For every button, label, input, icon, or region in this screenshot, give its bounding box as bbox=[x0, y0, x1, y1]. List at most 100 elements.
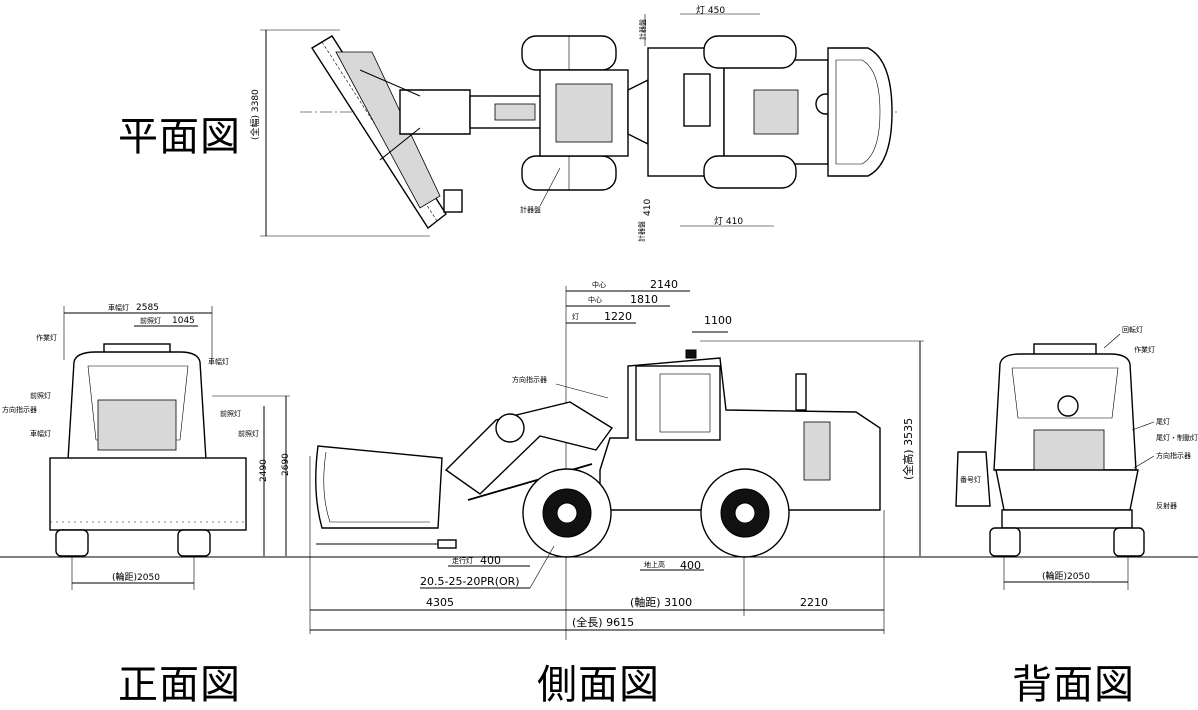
rear-leader-0 bbox=[1103, 333, 1121, 349]
front-label-0: 作業灯 bbox=[36, 333, 57, 342]
rear-bumper bbox=[1001, 509, 1133, 529]
plan-counterweight bbox=[827, 47, 893, 177]
rear-right-tire bbox=[1113, 527, 1145, 557]
rear-label-4: 方向指示器 bbox=[1156, 451, 1191, 460]
plan-label-bottom: 計器盤 bbox=[637, 221, 646, 242]
side-tire-spec: 20.5-25-20PR(OR) bbox=[420, 575, 520, 588]
side-plow-curve bbox=[323, 451, 430, 523]
side-wheelbase-dim: (軸距) 3100 bbox=[630, 595, 692, 609]
side-ground2-dim: 400 bbox=[680, 559, 701, 572]
front-windshield bbox=[87, 365, 189, 441]
side-view: 中心 2140 中心 1810 灯 1220 1100 bbox=[309, 278, 924, 640]
side-plow-blade bbox=[315, 445, 443, 529]
plan-label-a: 計器盤 bbox=[520, 205, 541, 214]
side-plow-shoe bbox=[437, 539, 457, 549]
front-label-6: 前照灯 bbox=[238, 429, 259, 438]
front-label-3: 車幅灯 bbox=[30, 429, 51, 438]
side-exhaust bbox=[795, 373, 807, 411]
side-ground1-dim: 400 bbox=[480, 554, 501, 567]
side-tire-leader bbox=[529, 545, 555, 589]
rear-view-title: 背面図 bbox=[1012, 662, 1135, 708]
side-cab bbox=[635, 365, 721, 441]
rear-label-3: 尾灯・制動灯 bbox=[1156, 433, 1198, 442]
side-overall-dim: (全長) 9615 bbox=[572, 615, 634, 629]
rear-view: (輪距)2050 回転灯 作業灯 尾灯 尾灯・制動灯 方向指示器 番号灯 反射器 bbox=[955, 325, 1198, 590]
plan-rear-left-tire bbox=[703, 35, 797, 69]
front-view-title: 正面図 bbox=[118, 662, 241, 708]
plan-articulation bbox=[627, 78, 649, 146]
front-top-width-dim: 2585 bbox=[136, 303, 159, 313]
rear-label-0: 回転灯 bbox=[1122, 325, 1143, 334]
front-sub-width-dim: 1045 bbox=[172, 316, 195, 326]
side-rear-hub bbox=[734, 502, 756, 524]
plan-bottom-vert-dim: 410 bbox=[643, 199, 653, 216]
front-plow-blade bbox=[49, 457, 247, 531]
rear-leader-4 bbox=[1133, 455, 1155, 469]
plan-engine bbox=[753, 89, 799, 135]
side-label-a: 中心 bbox=[592, 280, 606, 289]
front-view: 車幅灯 2585 前照灯 1045 2490 2690 bbox=[2, 303, 291, 590]
rear-window bbox=[1011, 367, 1119, 419]
plan-leader-a bbox=[539, 167, 561, 207]
plan-width-dim: (全幅) 3380 bbox=[249, 89, 261, 140]
side-d1220-dim: 1220 bbox=[604, 310, 632, 323]
side-cab-door bbox=[659, 373, 711, 433]
front-top-width-label: 車幅灯 bbox=[108, 303, 129, 312]
side-view-title: 側面図 bbox=[537, 662, 660, 708]
front-label-5: 前照灯 bbox=[220, 409, 241, 418]
front-h2-dim: 2690 bbox=[281, 453, 291, 476]
rear-leader-2 bbox=[1131, 421, 1155, 431]
side-d1810-dim: 1810 bbox=[630, 293, 658, 306]
side-beacon bbox=[685, 349, 697, 359]
side-label-top: 方向指示器 bbox=[512, 375, 547, 384]
front-left-tire bbox=[55, 529, 89, 557]
rear-label-5: 番号灯 bbox=[960, 475, 981, 484]
side-label-b: 中心 bbox=[588, 295, 602, 304]
engineering-drawing: (全幅) 3380 bbox=[0, 5, 1198, 640]
side-rear-overhang-dim: 2210 bbox=[800, 596, 828, 609]
front-h1-dim: 2490 bbox=[259, 459, 269, 482]
side-front-overhang-dim: 4305 bbox=[426, 596, 454, 609]
front-label-1: 前照灯 bbox=[30, 391, 51, 400]
rear-left-tire bbox=[989, 527, 1021, 557]
side-label-c: 灯 bbox=[572, 312, 579, 321]
side-d1100-dim: 1100 bbox=[704, 314, 732, 327]
plan-top-light-dim: 灯 450 bbox=[696, 5, 725, 16]
plan-right-light-dim: 灯 410 bbox=[714, 216, 743, 227]
plan-seat bbox=[683, 73, 711, 127]
side-height-dim: (全高) 3535 bbox=[901, 418, 915, 480]
plan-front-axle bbox=[555, 83, 613, 143]
plan-lift-cylinder bbox=[494, 103, 536, 121]
plan-plow-shoe bbox=[443, 189, 463, 213]
front-label-4: 車幅灯 bbox=[208, 357, 229, 366]
front-track-dim: (輪距)2050 bbox=[112, 571, 160, 583]
plan-plow-link1 bbox=[359, 69, 421, 97]
rear-fan-cover bbox=[1057, 395, 1079, 417]
plan-plow-arm bbox=[399, 89, 471, 135]
plan-plow-frame bbox=[335, 51, 441, 209]
rear-track-dim: (輪距)2050 bbox=[1042, 570, 1090, 582]
side-ground1-label: 走行灯 bbox=[452, 556, 473, 565]
plan-label-top: 計器盤 bbox=[638, 19, 647, 40]
front-grille bbox=[97, 399, 177, 451]
plan-view-title: 平面図 bbox=[118, 114, 241, 160]
front-sub-width-label: 前照灯 bbox=[140, 316, 161, 325]
side-front-hub bbox=[556, 502, 578, 524]
front-right-tire bbox=[177, 529, 211, 557]
plan-rear-right-tire bbox=[703, 155, 797, 189]
side-bellcrank bbox=[495, 413, 525, 443]
plan-plow-link2 bbox=[379, 127, 421, 161]
rear-grille bbox=[1033, 429, 1105, 477]
rear-counterweight bbox=[995, 469, 1139, 511]
side-ground2-label: 地上高 bbox=[644, 560, 665, 569]
front-label-2: 方向指示器 bbox=[2, 405, 37, 414]
plan-view: (全幅) 3380 bbox=[249, 5, 900, 242]
side-d2140-dim: 2140 bbox=[650, 278, 678, 291]
side-engine-grille bbox=[803, 421, 831, 481]
rear-plow-edge bbox=[955, 451, 991, 507]
plan-counterweight-inner bbox=[835, 59, 881, 165]
side-leader-top bbox=[555, 383, 609, 399]
rear-label-1: 作業灯 bbox=[1134, 345, 1155, 354]
rear-label-6: 反射器 bbox=[1156, 501, 1177, 510]
